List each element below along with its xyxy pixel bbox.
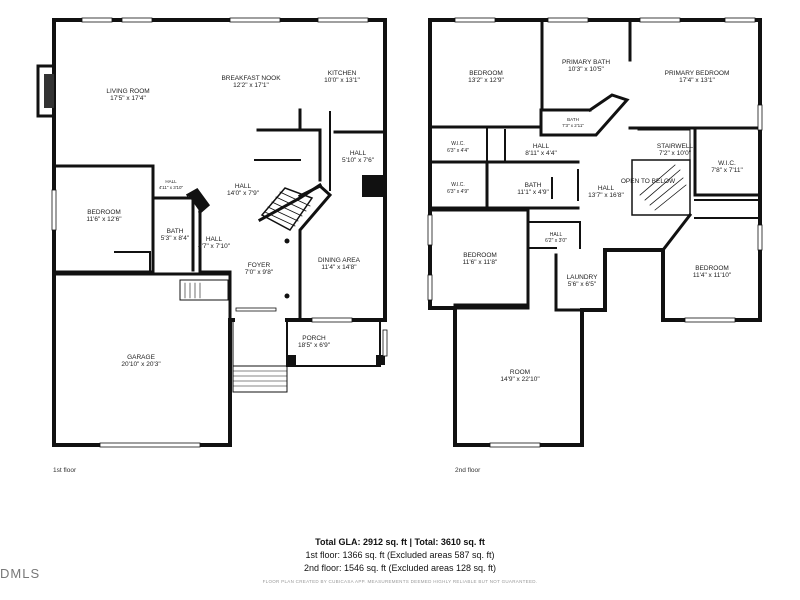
room-name: STAIRWELL <box>657 143 694 150</box>
room-dimensions: 4'7" x 7'10" <box>198 243 231 250</box>
floor-2-area-summary: 2nd floor: 1546 sq. ft (Excluded areas 1… <box>303 563 497 573</box>
room-dimensions: 7'0" x 9'8" <box>245 269 274 276</box>
room-name: HALL <box>598 185 615 192</box>
room-name: BEDROOM <box>463 252 497 259</box>
room-name: HALL <box>165 179 177 184</box>
room-name: ROOM <box>510 369 530 376</box>
room-name: HALL <box>550 232 563 238</box>
room-name: LAUNDRY <box>567 274 599 281</box>
room-name: HALL <box>350 150 367 157</box>
room-dimensions: 11'6" x 12'6" <box>86 216 122 223</box>
floor-1-label: 1st floor <box>53 467 77 474</box>
mls-watermark: DMLS <box>0 566 41 581</box>
room-name: HALL <box>206 236 223 243</box>
floor-1-room-labels: LIVING ROOM 17'5" x 17'4" BREAKFAST NOOK… <box>53 70 375 474</box>
room-dimensions: 11'6" x 11'8" <box>463 259 498 266</box>
room-dimensions: 17'4" x 13'1" <box>679 77 715 84</box>
room-dimensions: 20'10" x 20'3" <box>121 361 161 368</box>
room-dimensions: 6'3" x 4'9" <box>447 189 469 195</box>
bedroom-walls <box>52 164 155 274</box>
room-name: PORCH <box>302 335 326 342</box>
room-dimensions: 13'2" x 12'9" <box>468 77 504 84</box>
room-name: HALL <box>533 143 550 150</box>
room-dimensions: 7'8" x 7'11" <box>711 167 743 174</box>
room-name: BEDROOM <box>469 70 503 77</box>
room-name: BREAKFAST NOOK <box>221 75 281 82</box>
room-name: DINING AREA <box>318 257 361 264</box>
room-dimensions: 6'2" x 3'0" <box>545 238 567 244</box>
room-dimensions: 5'3" x 8'4" <box>161 235 190 242</box>
room-name: BATH <box>167 228 184 235</box>
room-name: W.I.C. <box>451 182 465 188</box>
room-name: HALL <box>235 183 252 190</box>
room-dimensions: 8'11" x 4'4" <box>525 150 557 157</box>
room-dimensions: 10'0" x 13'1" <box>324 77 360 84</box>
porch-outline <box>286 319 381 367</box>
room-dimensions: 5'6" x 6'5" <box>568 281 597 288</box>
room-name: BATH <box>567 117 579 122</box>
room-name: KITCHEN <box>328 70 357 77</box>
room-dimensions: 5'10" x 7'6" <box>342 157 375 164</box>
room-dimensions: 6'3" x 4'4" <box>447 148 469 154</box>
room-dimensions: 7'3" x 2'11" <box>562 123 584 128</box>
room-name: BEDROOM <box>695 265 729 272</box>
room-dimensions: 17'5" x 17'4" <box>110 95 146 102</box>
room-dimensions: 11'1" x 4'9" <box>517 189 549 196</box>
room-dimensions: 13'7" x 16'8" <box>588 192 624 199</box>
total-area-summary: Total GLA: 2912 sq. ft | Total: 3610 sq.… <box>315 537 485 547</box>
room-name: LIVING ROOM <box>106 88 149 95</box>
room-dimensions: 18'5" x 6'9" <box>298 342 331 349</box>
room-dimensions: 7'2" x 10'0" <box>659 150 692 157</box>
open-to-below-label: OPEN TO BELOW <box>621 178 676 185</box>
floor-2-room-labels: BEDROOM 13'2" x 12'9" PRIMARY BATH 10'3"… <box>447 59 743 474</box>
floor-1-area-summary: 1st floor: 1366 sq. ft (Excluded areas 5… <box>305 550 495 560</box>
room-name: GARAGE <box>127 354 155 361</box>
room-name: PRIMARY BATH <box>562 59 610 66</box>
room-dimensions: 4'11" x 3'10" <box>159 185 184 190</box>
room-name: W.I.C. <box>451 141 465 147</box>
room-name: PRIMARY BEDROOM <box>665 70 730 77</box>
floor-2-label: 2nd floor <box>455 467 481 474</box>
room-name: BEDROOM <box>87 209 121 216</box>
room-name: FOYER <box>248 262 271 269</box>
disclaimer-text: FLOOR PLAN CREATED BY CUBICASA APP. MEAS… <box>262 579 538 584</box>
floor-1-plan <box>36 17 388 448</box>
room-dimensions: 12'2" x 17'1" <box>233 82 269 89</box>
room-name: W.I.C. <box>718 160 736 167</box>
room-dimensions: 10'3" x 10'5" <box>568 66 604 73</box>
room-dimensions: 11'4" x 11'10" <box>693 272 732 279</box>
room-name: BATH <box>525 182 542 189</box>
floor-2-plan <box>427 17 763 448</box>
room-dimensions: 14'9" x 22'10" <box>500 376 540 383</box>
room-dimensions: 14'0" x 7'9" <box>227 190 260 197</box>
room-dimensions: 11'4" x 14'8" <box>321 264 357 271</box>
